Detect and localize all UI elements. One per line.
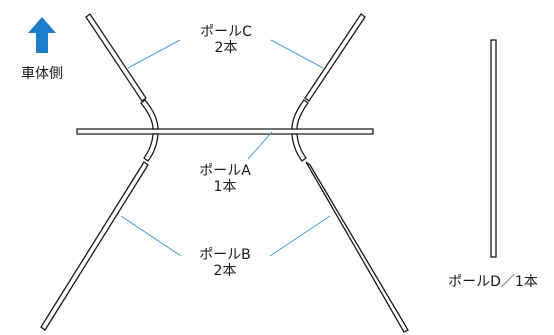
pole-a <box>76 128 374 135</box>
up-arrow-icon <box>28 17 56 53</box>
leader-b-right <box>269 215 331 257</box>
pole-a-name: ポールA <box>199 163 251 179</box>
pole-b-count: 2本 <box>214 263 237 279</box>
pole-c-label: ポールC 2本 <box>200 24 252 56</box>
pole-c-count: 2本 <box>215 40 238 56</box>
connector-upper-right <box>291 99 309 130</box>
leader-lines <box>120 39 331 257</box>
pole-b-name: ポールB <box>199 247 251 263</box>
pole-a-label: ポールA 1本 <box>199 163 251 195</box>
connector-upper-left <box>140 99 159 130</box>
pole-c-name: ポールC <box>200 24 252 40</box>
connector-lower-left <box>143 133 159 162</box>
pole-c-right <box>304 13 366 102</box>
pole-b-label: ポールB 2本 <box>199 247 251 279</box>
leader-c-right <box>270 39 324 69</box>
pole-a-count: 1本 <box>214 179 237 195</box>
pole-d <box>490 39 497 258</box>
connector-lower-right <box>291 133 307 162</box>
vehicle-side-indicator: 車体側 <box>21 17 63 82</box>
pole-c-left <box>85 13 147 102</box>
leader-b-left <box>120 215 182 257</box>
leader-a <box>247 131 273 160</box>
pole-d-label: ポールD／1本 <box>448 274 538 290</box>
pole-b-left <box>40 161 149 331</box>
leader-c-left <box>127 39 181 69</box>
vehicle-side-label: 車体側 <box>21 65 63 82</box>
pole-b-right <box>305 161 409 333</box>
